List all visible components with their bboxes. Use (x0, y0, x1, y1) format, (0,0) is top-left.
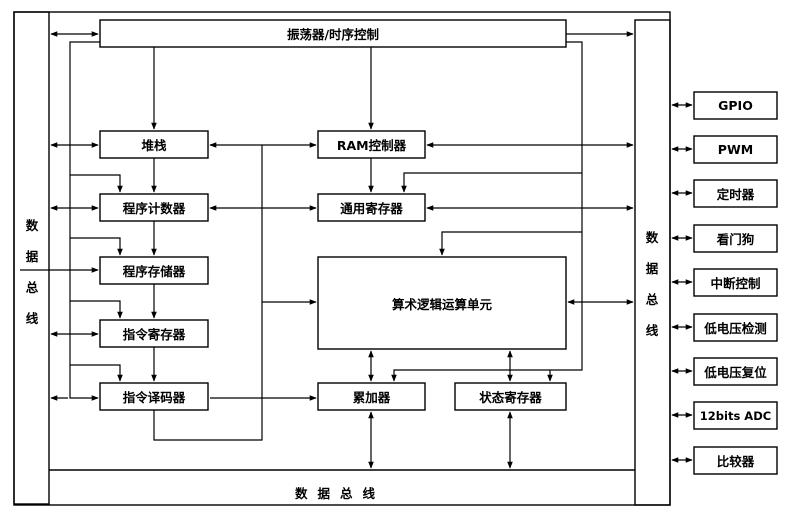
left-bus-char: 数 (25, 218, 39, 233)
right-bus-char: 据 (645, 261, 659, 276)
general-register-box (317, 193, 426, 222)
ram-controller-box (317, 130, 426, 159)
oscillator-box (99, 19, 567, 48)
program-memory-box (99, 256, 209, 285)
right-bus-char: 数 (645, 230, 659, 245)
status-register-box (454, 382, 567, 411)
left-data-bus (13, 11, 50, 505)
timer-box (693, 179, 778, 208)
right-data-bus (634, 19, 671, 506)
left-bus-char: 据 (25, 249, 39, 264)
stack-box (99, 130, 209, 159)
lvr-box (693, 357, 778, 386)
outer-frame (13, 11, 671, 506)
program-counter-box (99, 193, 209, 222)
left-bus-char: 总 (25, 280, 39, 295)
right-bus-label: 数 据 总 线 (642, 222, 662, 346)
comparator-box (693, 446, 778, 475)
adc-box (693, 401, 778, 430)
pwm-box (693, 135, 778, 164)
bottom-bus-label: 数据总线 (294, 485, 385, 501)
gpio-box (693, 91, 778, 120)
accumulator-box (317, 382, 426, 411)
interrupt-box (693, 268, 778, 297)
left-bus-label: 数 据 总 线 (22, 210, 42, 334)
lvd-box (693, 313, 778, 342)
alu-box (317, 256, 567, 350)
right-bus-char: 线 (645, 323, 659, 338)
watchdog-box (693, 224, 778, 253)
right-bus-char: 总 (645, 292, 659, 307)
left-bus-char: 线 (25, 311, 39, 326)
instruction-register-box (99, 319, 209, 348)
instruction-decoder-box (99, 382, 209, 411)
